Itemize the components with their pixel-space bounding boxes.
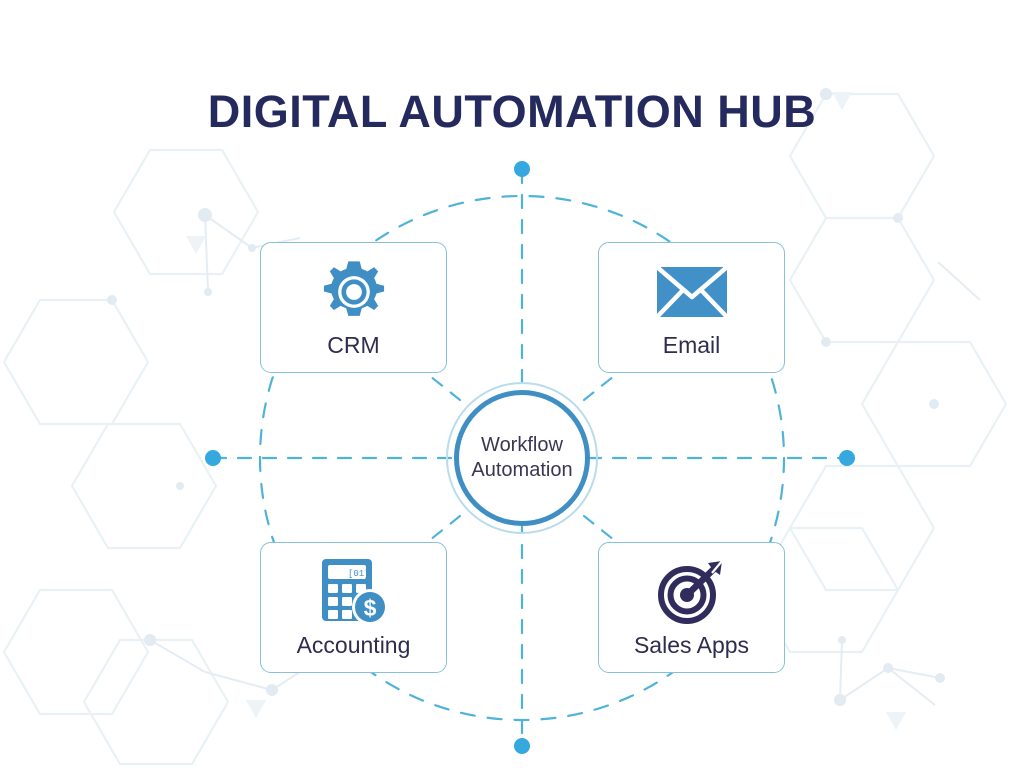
hub-inner-ring [454,390,590,526]
hub-label-line1: Workflow [481,434,563,456]
node-card-crm[interactable]: CRM [260,242,447,373]
hub-outer-ring [446,382,598,534]
orbit-endpoint-bottom [514,738,530,754]
node-label-crm: CRM [327,332,380,358]
envelope-icon [654,260,729,324]
target-arrow-icon [656,560,728,624]
node-label-email: Email [662,332,721,358]
orbit-endpoint-top [514,161,530,177]
node-card-email[interactable]: Email [598,242,785,373]
hub-label-line2: Automation [471,459,573,481]
gear-icon [319,260,389,324]
svg-text:$: $ [363,595,376,621]
orbit-endpoint-right [839,450,855,466]
page-title: DIGITAL AUTOMATION HUB [207,86,817,137]
node-label-sales: Sales Apps [633,632,750,658]
node-card-sales[interactable]: Sales Apps [598,542,785,673]
svg-text:[01]: [01] [348,569,370,579]
node-label-accounting: Accounting [296,632,411,658]
calculator-dollar-icon: [01] $ [318,559,390,625]
orbit-endpoint-left [205,450,221,466]
hub-node[interactable]: Workflow Automation [446,382,598,534]
node-card-accounting[interactable]: [01] $ Accounting [260,542,447,673]
hub-label: Workflow Automation [454,390,590,526]
